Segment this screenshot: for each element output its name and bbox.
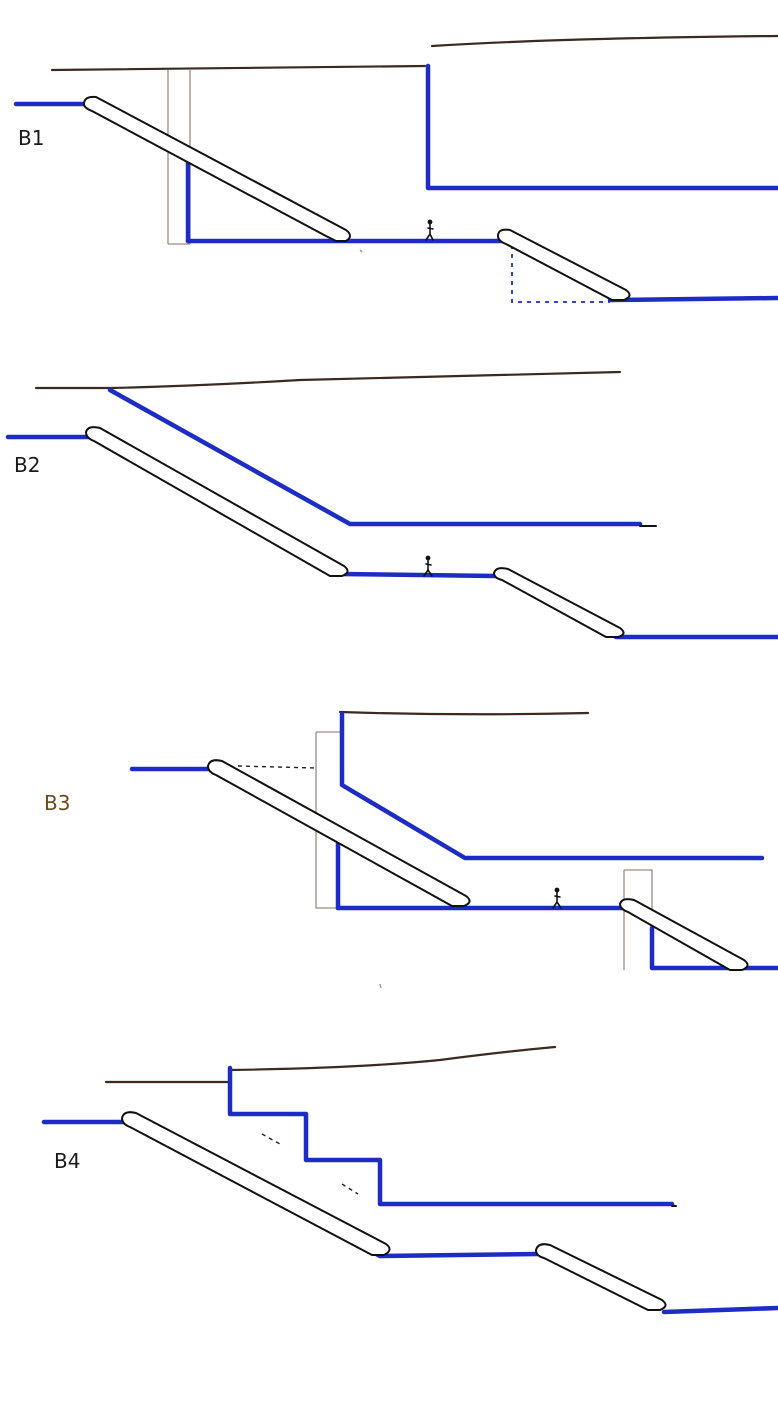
b3-escalator-1 [207,759,471,907]
section-label-b2: B2 [14,453,40,477]
section-b2: B2 [5,370,778,640]
b1-ground-line-right [430,34,778,48]
b4-escalator-1 [121,1111,391,1256]
b2-left-platform [5,434,499,579]
b3-ground-line [338,710,590,716]
b2-ground-line [34,370,622,390]
b2-escalator-2 [493,567,625,638]
b2-person-icon [423,555,433,577]
b1-bottom-floor [607,295,778,303]
b3-upper-wall-and-slope [339,711,765,861]
section-label-b3: B3 [44,791,70,815]
stray-mark-2 [379,983,382,989]
section-b1: B1 [13,34,778,303]
b3-escalator-2 [619,898,749,971]
b4-hidden-line-2 [341,1183,359,1195]
b4-hidden-line-1 [261,1133,281,1145]
b1-escalator-1 [83,95,351,242]
b4-left-platform [41,1119,543,1259]
section-label-b1: B1 [18,126,44,150]
b4-stepped-wall [227,1065,675,1207]
b1-right-wall [425,63,778,191]
b1-dashed-projection [511,245,610,303]
b3-column-outline [315,731,340,909]
b3-person-icon [552,887,562,909]
b1-ground-line [50,64,427,72]
section-b4: B4 [41,1045,778,1315]
b1-person-icon [425,219,434,241]
stray-mark-1 [359,249,363,253]
section-label-b4: B4 [54,1149,80,1173]
b1-escalator-2 [497,228,631,301]
b4-bottom-floor [661,1305,778,1315]
b2-escalator-1 [85,426,349,577]
b4-ground-line [104,1045,557,1084]
b2-upper-slope [107,387,643,527]
b4-escalator-2 [535,1243,667,1311]
b3-dashed-projection [237,765,317,769]
section-b3: B3 [44,710,778,971]
